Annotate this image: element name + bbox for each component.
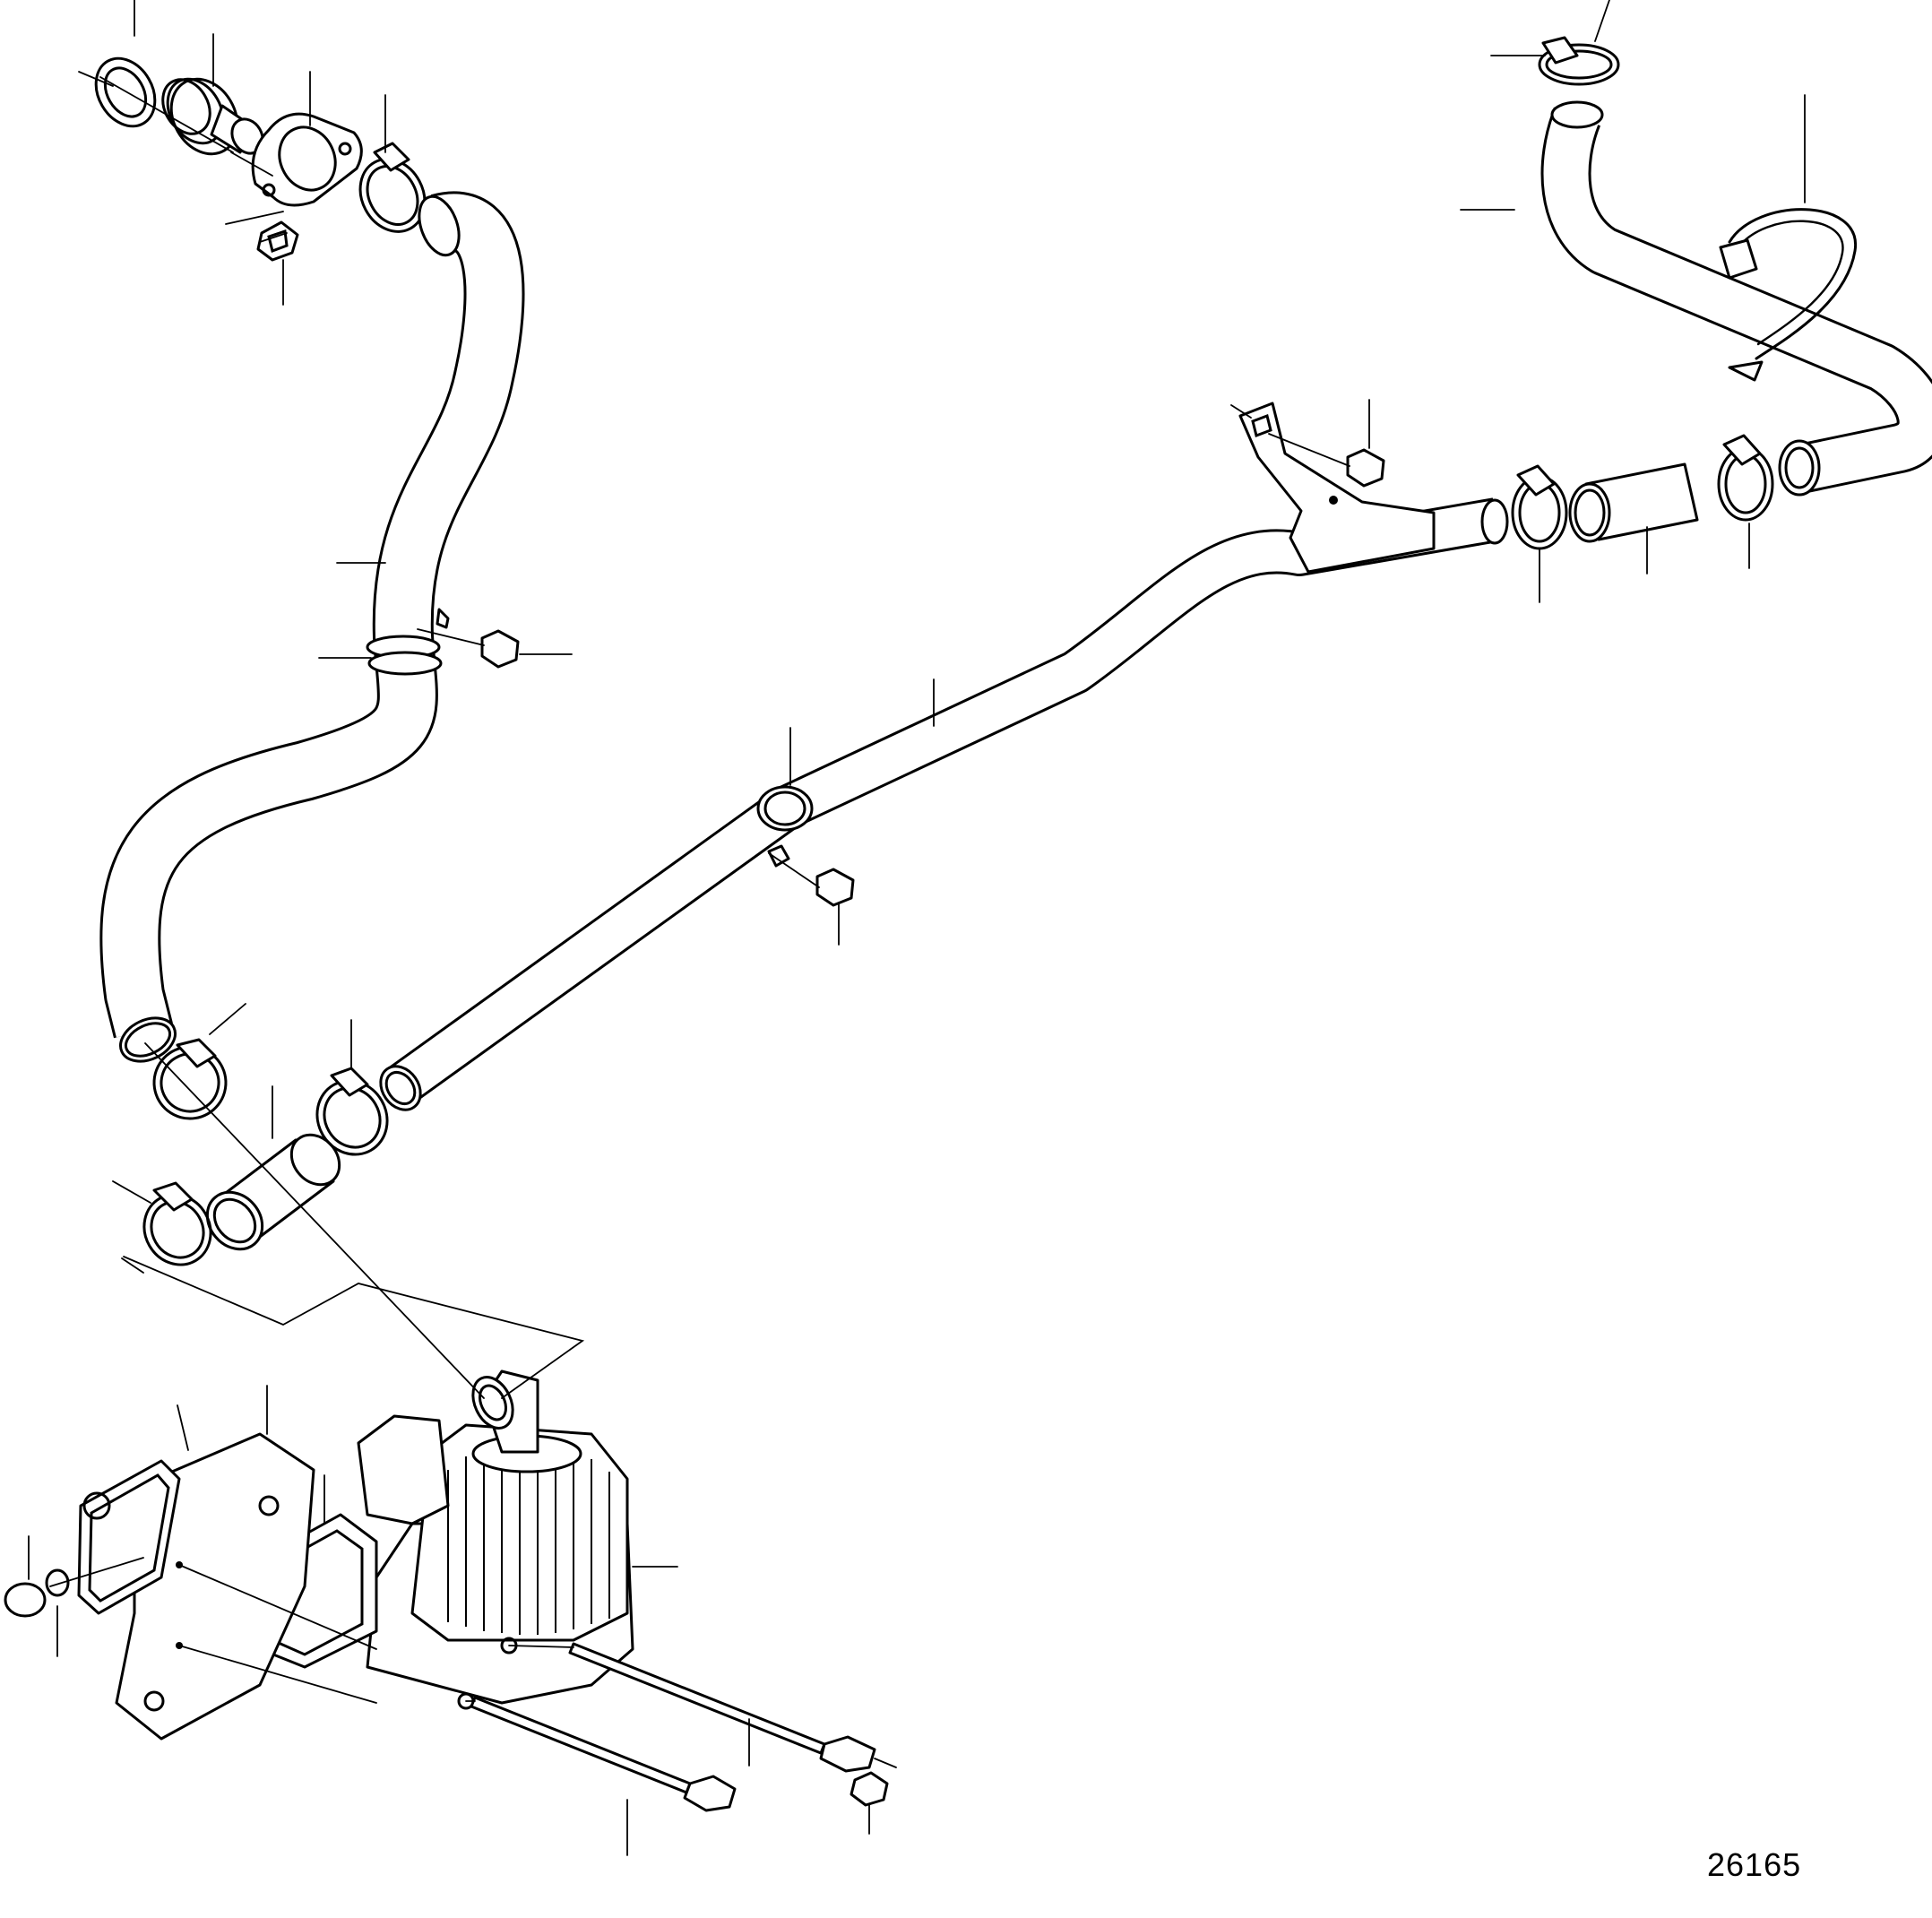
- hose-clamp: [142, 1181, 212, 1266]
- bracket-screw: [1346, 448, 1385, 488]
- connector-hose: [205, 1133, 341, 1251]
- mounting-bolt: [470, 1696, 737, 1812]
- clip-screw: [815, 868, 855, 907]
- hose-clamp: [1538, 36, 1620, 86]
- pump-cooling-fins: [447, 1438, 610, 1635]
- hose-strap: [1719, 208, 1857, 382]
- threaded-nipple: [161, 77, 264, 156]
- coolant-hose-upper-right: [1540, 100, 1932, 497]
- hose-clamp: [358, 142, 427, 233]
- hose-clamp: [315, 1067, 389, 1156]
- coolant-pipe: [379, 497, 1509, 1111]
- flange-screw: [256, 220, 299, 262]
- long-mounting-bolt: [568, 1642, 876, 1773]
- hose-clamp: [152, 1038, 228, 1120]
- bracket-screw: [480, 629, 520, 669]
- lock-nut: [850, 1771, 889, 1807]
- pipe-bracket: [1238, 402, 1436, 574]
- coolant-hose-upper: [99, 191, 525, 1063]
- sealing-ring: [94, 56, 157, 128]
- pump-assembly: [357, 1369, 634, 1710]
- connection-lines: [49, 76, 1350, 1768]
- flange-gasket: [251, 112, 363, 207]
- drain-plug: [4, 1568, 70, 1618]
- figure-reference-number: 26165: [1707, 1846, 1802, 1883]
- hose-clamp: [1717, 434, 1774, 522]
- leader-lines: [28, 0, 1806, 1856]
- connector-hose: [1568, 462, 1699, 543]
- inlet-fitting-group: [94, 56, 427, 262]
- hose-clamp: [1511, 464, 1568, 550]
- hose-support-bracket: [366, 608, 450, 676]
- plate-gasket: [77, 1459, 181, 1615]
- pipe-clip: [756, 785, 814, 868]
